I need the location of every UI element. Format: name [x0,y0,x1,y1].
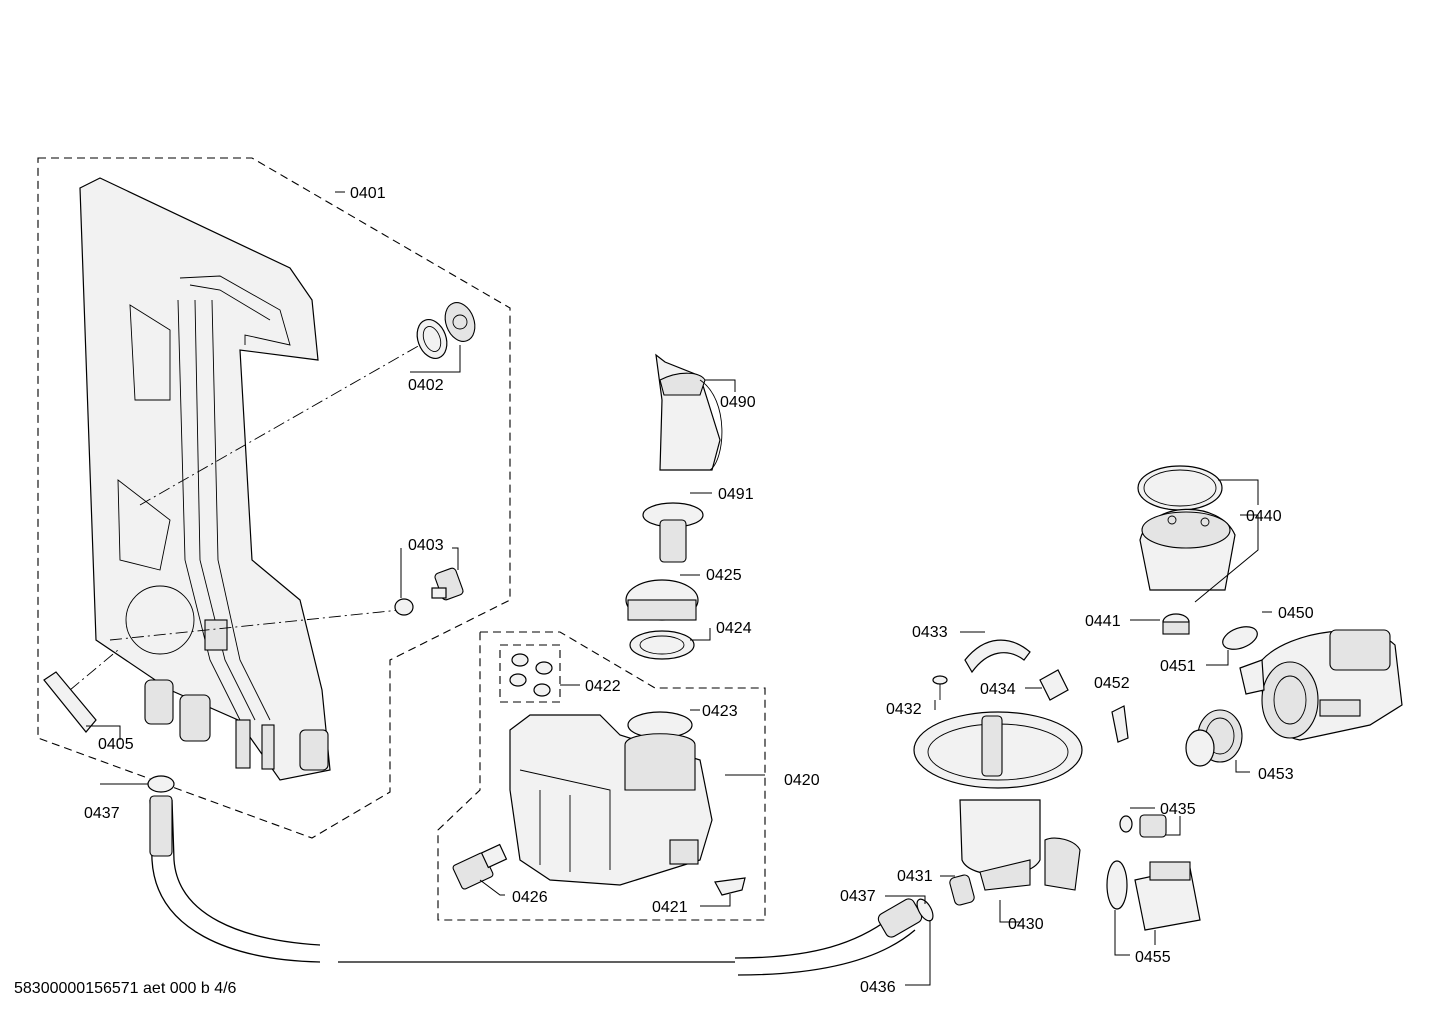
chamber-0440 [1137,465,1236,591]
leader-0455a [1114,910,1130,956]
label-0453: 0453 [1258,766,1294,783]
label-0430: 0430 [1008,916,1044,933]
label-0405: 0405 [98,736,134,753]
leader-0403b [452,547,459,570]
label-0455: 0455 [1135,949,1171,966]
label-0490: 0490 [720,394,756,411]
lid-0425-0424 [625,579,699,660]
label-0434: 0434 [980,681,1016,698]
flap-0434 [1039,669,1069,701]
cap-0491 [642,502,704,563]
label-0422: 0422 [585,678,621,695]
leader-0421 [700,894,731,907]
leader-0453 [1235,760,1250,773]
group-boundary-0401 [37,157,511,839]
label-0401: 0401 [350,185,386,202]
motor-unit-0455 [1106,860,1201,931]
leader-0437b [885,895,926,904]
fitting-0431 [949,874,975,906]
clip-0405 [43,671,97,733]
leader-0426 [479,879,505,896]
label-0451: 0451 [1160,658,1196,675]
screw-0432 [932,675,948,700]
leader-0435b [1165,816,1181,836]
pump-motor-0450 [1239,629,1403,741]
bracket-0433 [964,639,1031,674]
leader-0440b [1194,514,1259,603]
label-0403: 0403 [408,537,444,554]
connector-0426 [452,843,508,890]
axis-line-0403 [109,609,401,641]
valve-0435 [1119,814,1167,838]
document-footer-code: 58300000156571 aet 000 b 4/6 [14,980,237,997]
label-0450: 0450 [1278,605,1314,622]
label-0432: 0432 [886,701,922,718]
leader-0430 [999,900,1020,923]
label-0431: 0431 [897,868,933,885]
label-0437-right: 0437 [840,888,876,905]
pump-housing-0430 [913,711,1083,891]
base-plate-0401 [79,177,331,781]
axis-line-0402 [139,344,421,506]
label-0435: 0435 [1160,801,1196,818]
leader-0405 [86,725,121,740]
clip-0421 [714,877,746,896]
label-0423: 0423 [702,703,738,720]
label-0424: 0424 [716,620,752,637]
leader-0402 [410,345,461,373]
leader-0440a [1218,479,1259,505]
axis-line-0405 [69,649,119,691]
seals-0422 [499,644,561,703]
leader-0451 [1206,650,1229,666]
valve-0403 [394,567,464,616]
label-0433: 0433 [912,624,948,641]
seal-0402 [416,302,476,359]
label-0421: 0421 [652,899,688,916]
clip-0452 [1111,705,1129,743]
sensor-0441 [1162,613,1190,635]
label-0402: 0402 [408,377,444,394]
sump-assembly-0420 [509,714,713,886]
label-0425: 0425 [706,567,742,584]
hose-connector-0453 [1185,709,1243,767]
label-0440: 0440 [1246,508,1282,525]
leader-0436 [905,920,931,986]
leader-0424 [690,628,711,641]
label-0426: 0426 [512,889,548,906]
label-0420: 0420 [784,772,820,789]
label-0437-left: 0437 [84,805,120,822]
seal-ring-0437-left [147,775,175,793]
funnel-0490 [655,353,723,471]
clamp-0451 [1222,626,1258,650]
label-0452: 0452 [1094,675,1130,692]
label-0491: 0491 [718,486,754,503]
drain-hose-0436 [149,795,934,976]
label-0436: 0436 [860,979,896,996]
label-0441: 0441 [1085,613,1121,630]
leader-0490 [705,379,736,392]
